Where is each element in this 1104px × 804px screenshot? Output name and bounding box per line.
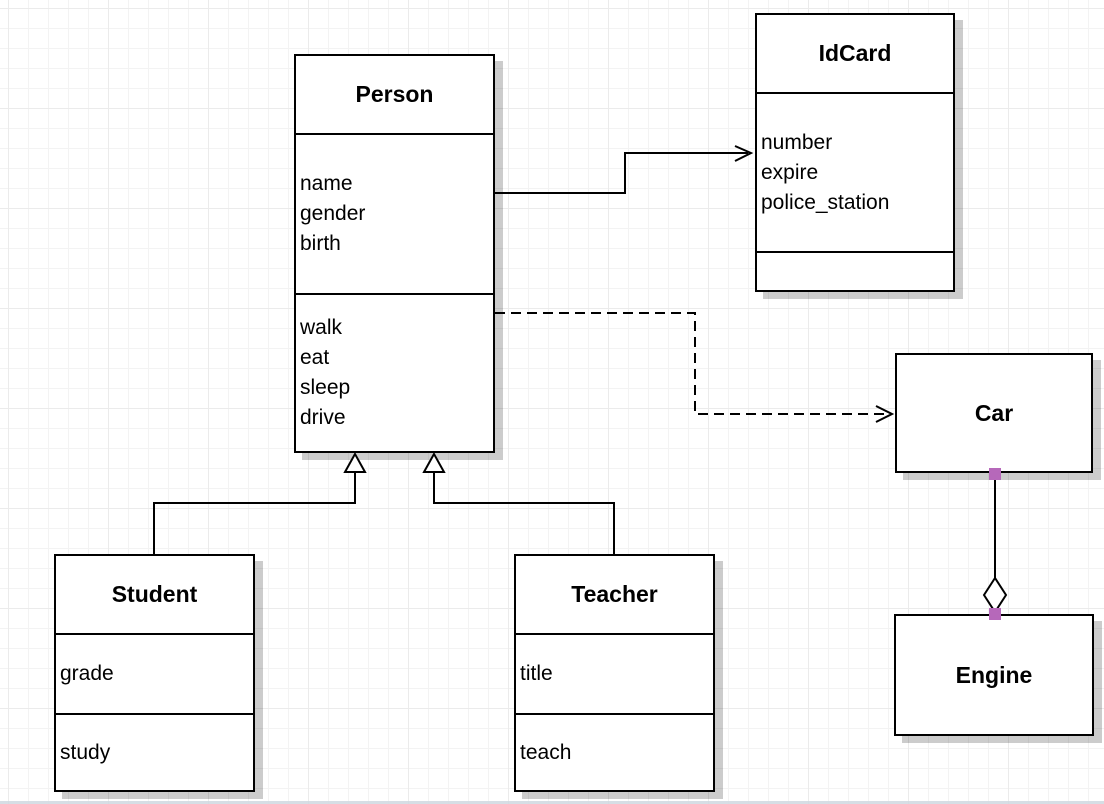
window-bottom-edge <box>0 801 1104 804</box>
class-box-person[interactable]: Person name gender birth walk eat sleep … <box>294 54 495 453</box>
method-row: walk <box>300 316 343 339</box>
class-box-teacher[interactable]: Teacher title teach <box>514 554 715 792</box>
connector-person-car[interactable] <box>495 312 895 423</box>
class-title-engine: Engine <box>896 616 1092 734</box>
class-name: Car <box>974 399 1014 426</box>
attributes-compartment: title <box>516 635 713 715</box>
attribute-row: expire <box>761 160 819 184</box>
methods-compartment: teach <box>516 715 713 790</box>
hollow-diamond-icon <box>982 576 1008 614</box>
class-name: Student <box>111 581 198 607</box>
attribute-row: name <box>300 172 353 195</box>
attribute-row: grade <box>60 662 114 685</box>
class-title-car: Car <box>897 355 1091 471</box>
class-box-car[interactable]: Car <box>895 353 1093 473</box>
hollow-triangle-icon <box>343 451 367 473</box>
method-row: study <box>60 740 111 764</box>
class-title-teacher: Teacher <box>516 556 713 635</box>
class-name: Teacher <box>571 581 658 607</box>
attributes-compartment: grade <box>56 635 253 715</box>
attribute-row: gender <box>300 202 366 225</box>
class-name: Engine <box>955 661 1033 688</box>
class-box-idcard[interactable]: IdCard number expire police_station <box>755 13 955 292</box>
class-name: Person <box>355 81 434 107</box>
class-title-person: Person <box>296 56 493 135</box>
attribute-row: birth <box>300 232 341 255</box>
method-row: eat <box>300 346 330 369</box>
class-title-student: Student <box>56 556 253 635</box>
class-title-idcard: IdCard <box>757 15 953 94</box>
methods-compartment: study <box>56 715 253 790</box>
connector-student-person[interactable] <box>153 451 367 554</box>
method-row: drive <box>300 406 346 429</box>
method-row: teach <box>520 740 572 764</box>
attribute-row: title <box>520 662 553 685</box>
methods-compartment: walk eat sleep drive <box>296 295 493 451</box>
method-row: sleep <box>300 376 351 399</box>
class-name: IdCard <box>818 40 892 66</box>
attribute-row: number <box>761 130 833 154</box>
attributes-compartment: name gender birth <box>296 135 493 295</box>
class-box-student[interactable]: Student grade study <box>54 554 255 792</box>
methods-compartment-empty <box>757 253 953 290</box>
connector-person-idcard[interactable] <box>495 145 754 194</box>
connector-car-engine[interactable] <box>982 468 1008 620</box>
hollow-triangle-icon <box>422 451 446 473</box>
connector-teacher-person[interactable] <box>422 451 615 554</box>
class-box-engine[interactable]: Engine <box>894 614 1094 736</box>
attribute-row: police_station <box>761 190 890 214</box>
attributes-compartment: number expire police_station <box>757 94 953 253</box>
